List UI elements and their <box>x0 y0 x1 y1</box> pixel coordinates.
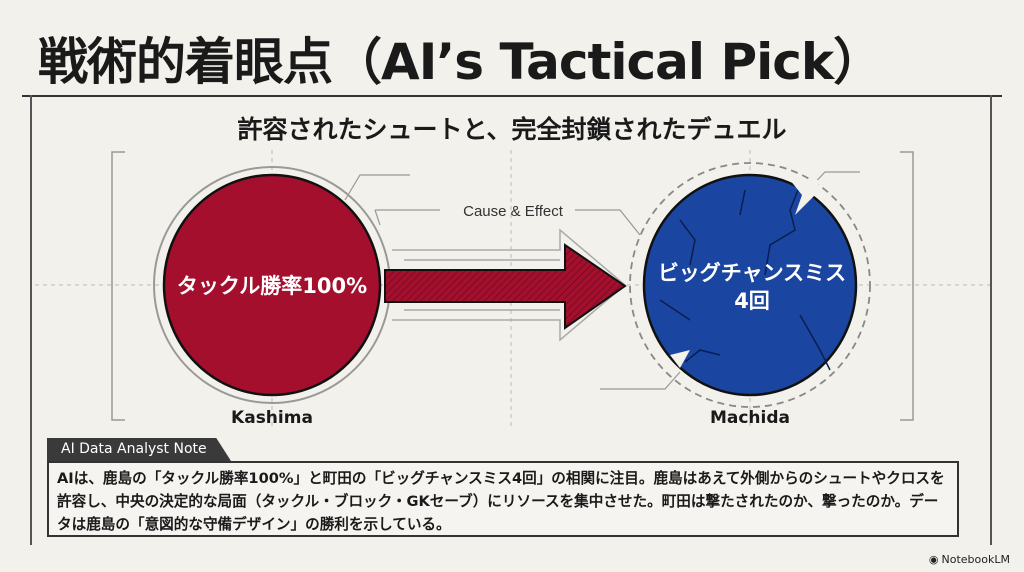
note-tab: AI Data Analyst Note <box>47 438 231 461</box>
crack-gap <box>670 350 690 368</box>
note-body: AIは、鹿島の「タックル勝率100%」と町田の「ビッグチャンスミス4回」の相関に… <box>47 461 959 537</box>
title-divider <box>22 95 1002 97</box>
right-border <box>990 95 992 545</box>
left-border <box>30 95 32 545</box>
machida-dashed-outline <box>629 162 871 408</box>
kashima-stat: タックル勝率100% <box>177 274 367 298</box>
kashima-circle <box>162 173 382 397</box>
corner-brackets <box>111 151 914 421</box>
slide-title: 戦術的着眼点（AI’s Tactical Pick） <box>38 33 883 91</box>
machida-stat-line1: ビッグチャンスミス <box>658 261 846 285</box>
kashima-label: Kashima <box>231 408 313 428</box>
cause-arrow <box>384 243 627 330</box>
machida-label: Machida <box>709 408 791 428</box>
machida-circle <box>642 173 858 397</box>
dimension-arrows <box>344 171 860 390</box>
slide-subtitle: 許容されたシュートと、完全封鎖されたデュエル <box>237 115 787 144</box>
crack-lines <box>659 184 831 371</box>
notebooklm-icon: ◉ <box>928 553 939 566</box>
brand-name: NotebookLM <box>941 553 1010 566</box>
connector-label: Cause & Effect <box>463 203 564 220</box>
crack-gap <box>790 180 820 215</box>
machida-stat-line2: 4回 <box>734 289 770 313</box>
brand-logo: ◉ NotebookLM <box>929 553 1010 566</box>
